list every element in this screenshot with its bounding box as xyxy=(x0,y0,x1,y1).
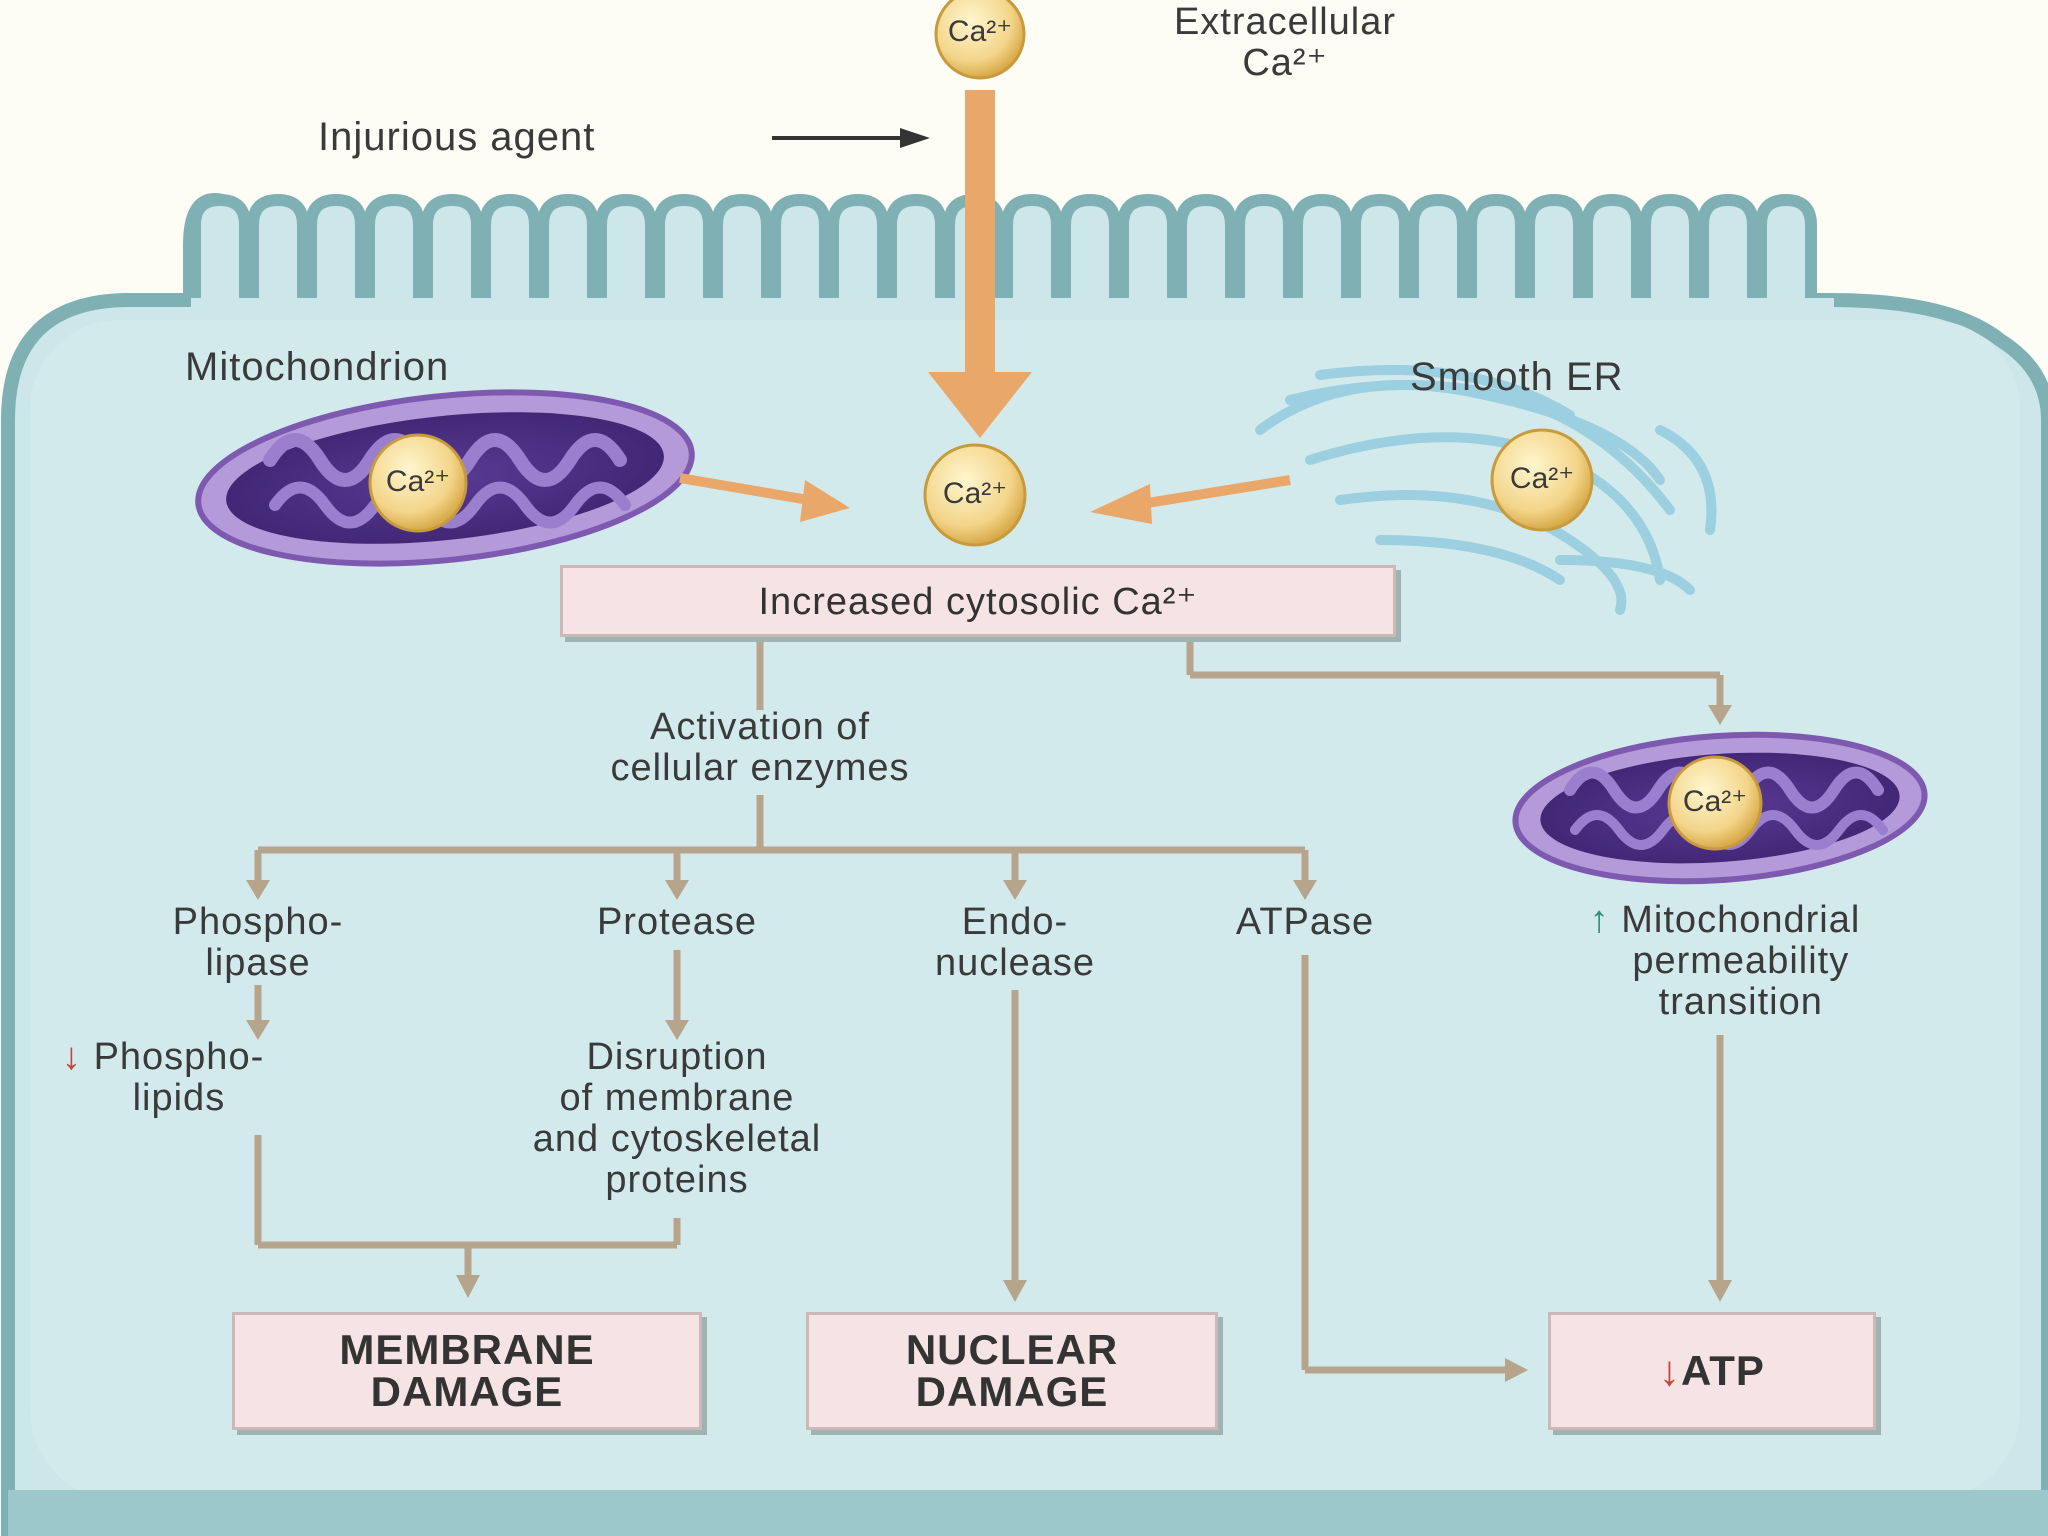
ion-mitochondrion-label: Ca²⁺ xyxy=(385,465,451,498)
phospholipids-label: Phospho- lipids xyxy=(93,1036,265,1120)
extracellular-ca-label: Extracellular Ca²⁺ xyxy=(1173,1,1397,85)
ion-extracellular-label: Ca²⁺ xyxy=(947,15,1013,48)
injurious-agent-arrow xyxy=(772,128,930,148)
mitochondrial-release-arrow xyxy=(679,473,850,522)
atp-label: ATP xyxy=(1681,1347,1765,1394)
pathway-arrowheads xyxy=(246,705,1732,1382)
ion-smooth-er-label: Ca²⁺ xyxy=(1509,462,1575,495)
ion-mitochondrion-2 xyxy=(1667,755,1763,851)
microvilli-base xyxy=(191,298,1834,314)
nuclear-damage-box: NUCLEAR DAMAGE xyxy=(806,1312,1218,1430)
ion-cytosol xyxy=(923,443,1027,547)
atpase-label: ATPase xyxy=(1235,901,1375,943)
microvilli xyxy=(189,194,1834,314)
ion-smooth-er xyxy=(1490,428,1594,532)
decrease-arrow-icon: ↓ xyxy=(62,1036,82,1078)
atp-decrease-icon: ↓ xyxy=(1659,1347,1682,1394)
increased-ca-label: Increased cytosolic Ca²⁺ xyxy=(758,580,1198,623)
phospholipase-label: Phospho- lipase xyxy=(172,901,344,985)
increase-arrow-icon: ↑ xyxy=(1589,899,1610,941)
injurious-agent-label: Injurious agent xyxy=(318,115,596,159)
ion-mitochondrion-2-label: Ca²⁺ xyxy=(1682,785,1748,818)
ion-mitochondrion xyxy=(368,433,468,533)
membrane-damage-label: MEMBRANE DAMAGE xyxy=(339,1326,595,1415)
er-release-arrow xyxy=(1090,475,1291,524)
endonuclease-label: Endo- nuclease xyxy=(934,901,1096,985)
cytoplasm xyxy=(30,320,2020,1500)
cell-base xyxy=(8,1490,2048,1536)
increased-ca-box: Increased cytosolic Ca²⁺ xyxy=(560,565,1396,637)
disruption-label: Disruption of membrane and cytoskeletal … xyxy=(532,1036,822,1202)
mitochondrion-label: Mitochondrion xyxy=(185,345,450,389)
microvilli-path xyxy=(189,194,1819,306)
ion-extracellular xyxy=(934,0,1026,80)
mpt-group: ↑ Mitochondrial permeability transition xyxy=(1465,899,1985,1024)
calcium-influx-arrow xyxy=(928,90,1032,438)
smooth-er-label: Smooth ER xyxy=(1410,355,1624,399)
pathway-connectors xyxy=(254,632,1724,1374)
mpt-label: Mitochondrial permeability transition xyxy=(1621,899,1861,1024)
atp-box: ↓ ATP xyxy=(1548,1312,1876,1430)
membrane-damage-box: MEMBRANE DAMAGE xyxy=(232,1312,702,1430)
phospholipids-group: ↓ Phospho- lipids xyxy=(62,1036,265,1120)
ion-cytosol-label: Ca²⁺ xyxy=(942,477,1008,510)
activation-label: Activation of cellular enzymes xyxy=(610,706,910,790)
nuclear-damage-label: NUCLEAR DAMAGE xyxy=(905,1326,1119,1415)
protease-label: Protease xyxy=(596,901,758,943)
